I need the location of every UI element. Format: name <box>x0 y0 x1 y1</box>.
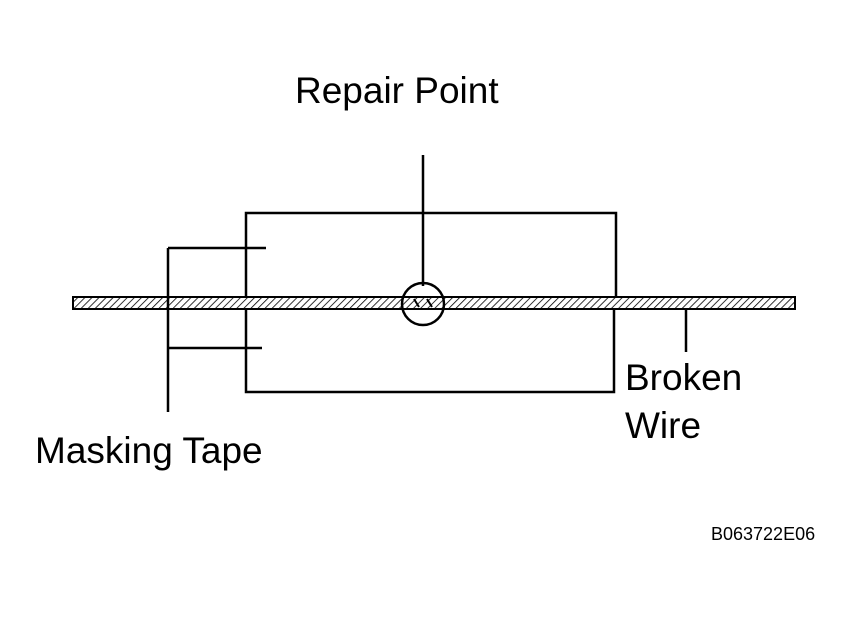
wire-break-mark <box>413 298 433 308</box>
repair-point-label: Repair Point <box>295 70 499 111</box>
broken-wire <box>72 296 796 310</box>
masking-tape-leader <box>166 246 266 412</box>
masking-tape-lower <box>244 310 616 394</box>
repair-point-circle <box>400 281 446 327</box>
masking-tape-label: Masking Tape <box>35 430 263 471</box>
wire-strip <box>72 296 796 310</box>
masking-tape-upper <box>244 211 618 297</box>
broken-wire-label-line1: Broken <box>625 357 743 398</box>
broken-wire-label-line2: Wire <box>625 405 702 446</box>
broken-wire-label: Broken Wire <box>625 354 825 450</box>
figure-code: B063722E06 <box>711 524 816 544</box>
